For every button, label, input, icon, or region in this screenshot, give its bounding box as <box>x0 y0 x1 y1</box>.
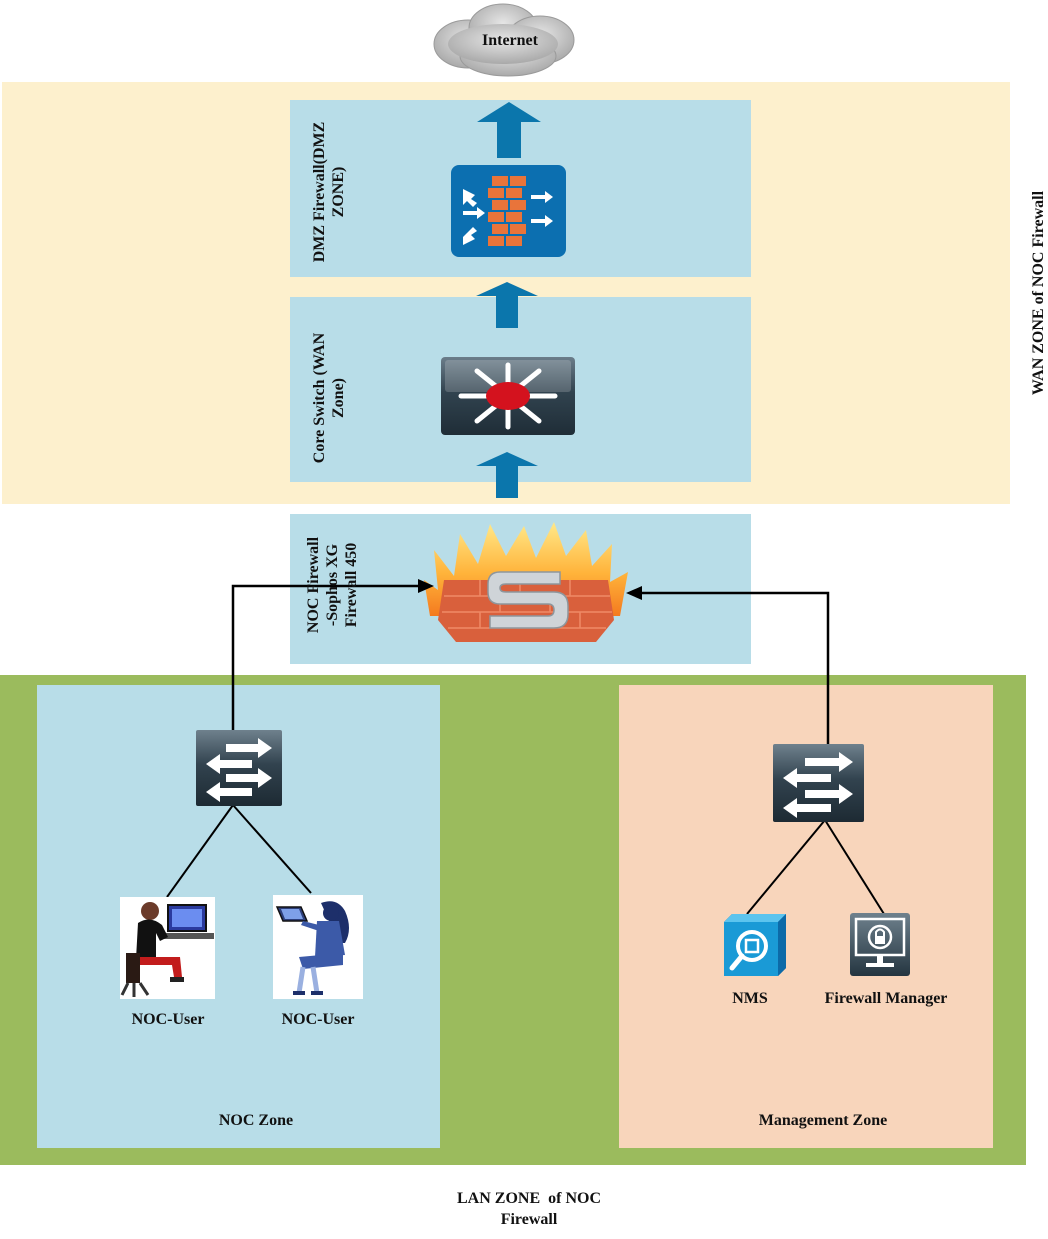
noc-user-label: NOC-User <box>281 1011 355 1028</box>
up-arrow-bottom <box>476 452 538 498</box>
switch-icon <box>773 744 864 822</box>
sophos-firewall-icon <box>424 522 628 642</box>
noc-user-label: NOC-User <box>131 1011 205 1028</box>
nms-label: NMS <box>732 990 768 1007</box>
switch-icon <box>196 730 282 806</box>
cloud-icon <box>433 3 575 77</box>
noc-firewall-label: NOC Firewall -Sophos XG Firewall 450 <box>305 536 360 634</box>
up-arrow-middle <box>476 282 538 328</box>
lan-zone-label: LAN ZONE of NOC Firewall <box>409 1188 649 1230</box>
lan-zone-label-line1: LAN ZONE of NOC <box>456 1190 601 1207</box>
core-switch-label: Core Switch (WAN Zone) <box>311 332 347 464</box>
firewall-manager-label: Firewall Manager <box>824 990 948 1007</box>
wan-zone-label: WAN ZONE of NOC Firewall <box>1030 190 1047 396</box>
user-icon <box>273 895 363 999</box>
user-icon <box>120 897 215 999</box>
noc-zone-label: NOC Zone <box>218 1112 294 1129</box>
cloud-label: Internet <box>482 32 538 49</box>
lan-zone-label-line2: Firewall <box>500 1211 558 1228</box>
up-arrow-top <box>477 102 541 158</box>
nms-icon <box>724 914 786 976</box>
firewall-icon <box>451 165 566 257</box>
management-zone-label: Management Zone <box>758 1112 888 1129</box>
core-switch-icon <box>441 357 575 435</box>
dmz-firewall-label: DMZ Firewall(DMZ ZONE) <box>311 121 347 263</box>
firewall-manager-icon <box>850 913 910 976</box>
